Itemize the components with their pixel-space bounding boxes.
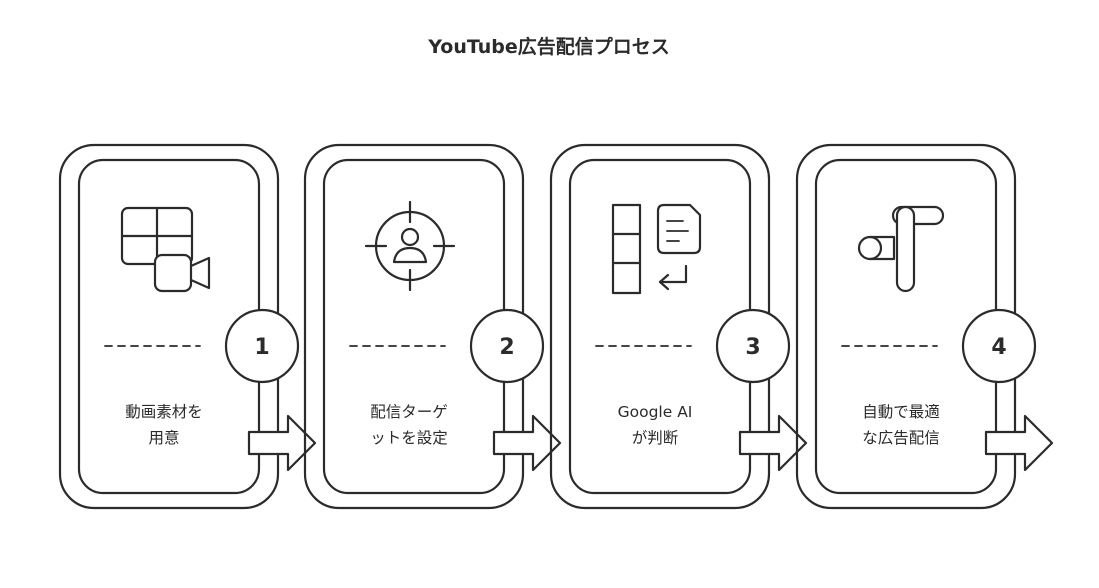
step-label-4-line-2: な広告配信 xyxy=(862,429,940,447)
step-label-4-line-1: 自動で最適 xyxy=(862,403,940,421)
target-person-icon xyxy=(364,200,456,292)
step-card-2: 配信ターゲ ットを設定 2 xyxy=(303,143,562,510)
step-card-1: 動画素材を 用意 1 xyxy=(58,143,317,510)
diagram-title: YouTube広告配信プロセス xyxy=(427,35,669,58)
step-card-3: Google AI が判断 3 xyxy=(549,143,808,510)
step-number-badge-3: 3 xyxy=(715,308,791,384)
step-label-3-line-2: が判断 xyxy=(632,429,679,447)
step-number-3: 3 xyxy=(745,335,760,360)
google-ads-logo-icon xyxy=(857,205,945,293)
step-label-2-line-1: 配信ターゲ xyxy=(370,403,448,421)
step-label-2-line-2: ットを設定 xyxy=(370,429,448,447)
step-label-1-line-1: 動画素材を xyxy=(125,403,203,421)
step-number-badge-2: 2 xyxy=(469,308,545,384)
arrow-right-icon xyxy=(738,414,808,472)
arrow-right-icon xyxy=(492,414,562,472)
step-label-3-line-1: Google AI xyxy=(618,403,693,421)
step-number-1: 1 xyxy=(254,335,269,360)
step-number-4: 4 xyxy=(991,335,1006,360)
step-number-2: 2 xyxy=(499,335,514,360)
step-number-badge-1: 1 xyxy=(224,308,300,384)
video-grid-camera-icon xyxy=(120,206,211,293)
arrow-right-icon xyxy=(984,414,1054,472)
step-label-1-line-2: 用意 xyxy=(148,428,179,447)
arrow-right-icon xyxy=(247,414,317,472)
step-card-4: 自動で最適 な広告配信 4 xyxy=(795,143,1054,510)
step-number-badge-4: 4 xyxy=(961,308,1037,384)
ai-decision-document-icon xyxy=(611,203,702,295)
